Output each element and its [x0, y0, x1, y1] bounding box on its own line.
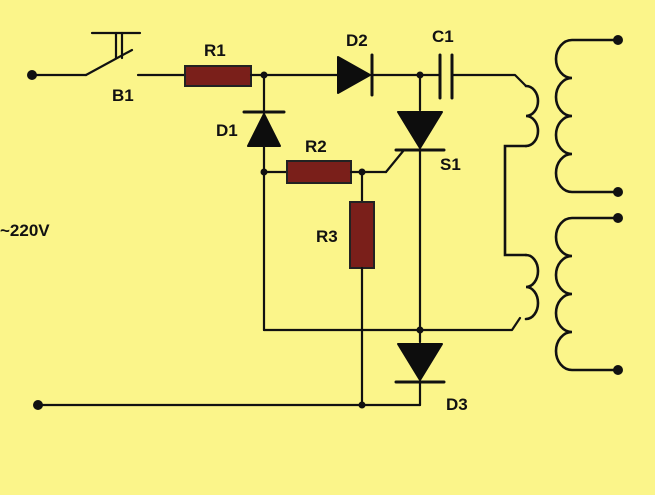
wire-c1-to-coil [450, 73, 528, 88]
transformer-primary-coil [503, 84, 540, 321]
label-d1: D1 [216, 121, 238, 140]
transformer-secondary-coil-lower [554, 213, 623, 375]
resistor-r3 [349, 201, 375, 269]
output-terminal-4 [613, 365, 623, 375]
diode-d1 [242, 73, 286, 332]
label-voltage: ~220V [0, 221, 50, 240]
output-terminal-3 [613, 213, 623, 223]
node-s1-d3 [416, 326, 424, 334]
node-r3-bottom [358, 401, 366, 409]
wire-inner-return [262, 316, 522, 332]
switch-b1 [30, 31, 187, 77]
resistor-r1 [184, 65, 252, 87]
label-c1: C1 [432, 27, 454, 46]
transformer-secondary-coil-upper [554, 35, 623, 197]
output-terminal-2 [613, 187, 623, 197]
label-d2: D2 [346, 31, 368, 50]
label-b1: B1 [112, 86, 134, 105]
resistor-r2 [286, 160, 352, 184]
thyristor-s1 [394, 73, 446, 344]
diode-d3 [394, 343, 446, 407]
output-terminal-1 [613, 35, 623, 45]
label-r3: R3 [316, 227, 338, 246]
label-r2: R2 [305, 137, 327, 156]
label-s1: S1 [440, 155, 461, 174]
label-d3: D3 [446, 395, 468, 414]
label-r1: R1 [204, 41, 226, 60]
capacitor-c1 [438, 53, 454, 100]
